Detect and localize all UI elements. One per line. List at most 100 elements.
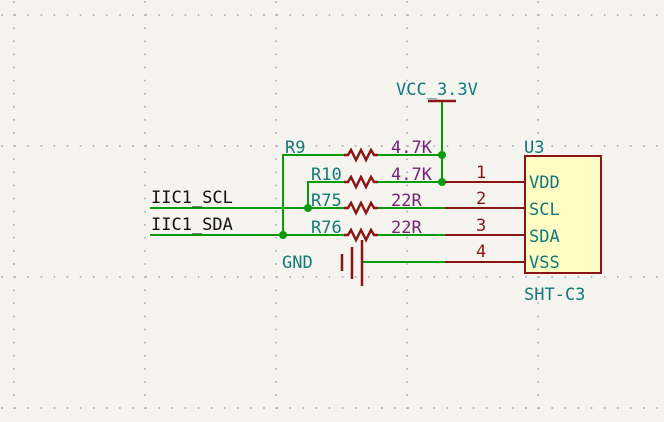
grid-dot bbox=[275, 27, 277, 30]
grid-dot bbox=[144, 118, 146, 121]
resistor-r10-symbol[interactable] bbox=[344, 174, 378, 190]
grid-dot bbox=[13, 210, 15, 213]
grid-dot bbox=[380, 145, 383, 147]
grid-dot bbox=[66, 145, 69, 147]
resistor-r9-symbol[interactable] bbox=[344, 147, 378, 163]
grid-dot bbox=[13, 407, 15, 410]
grid-dot bbox=[27, 276, 30, 278]
grid-dot bbox=[275, 394, 277, 396]
grid-dot bbox=[289, 276, 292, 278]
ic-pin-2-number: 2 bbox=[476, 189, 486, 209]
grid-dot bbox=[420, 14, 423, 16]
grid-dot bbox=[642, 407, 645, 409]
grid-dot bbox=[537, 315, 539, 318]
grid-dot bbox=[275, 132, 277, 134]
grid-dot bbox=[406, 210, 408, 213]
grid-dot bbox=[341, 145, 344, 147]
grid-dot bbox=[13, 367, 15, 370]
grid-dot bbox=[275, 354, 277, 357]
grid-dot bbox=[656, 407, 658, 409]
grid-dot bbox=[564, 14, 567, 16]
resistor-r76-symbol[interactable] bbox=[344, 227, 378, 243]
grid-dot bbox=[537, 53, 539, 56]
junction-scl bbox=[304, 204, 312, 212]
ic-u3-body[interactable] bbox=[524, 155, 602, 274]
grid-dot bbox=[171, 276, 174, 278]
grid-dot bbox=[105, 14, 108, 16]
grid-dot bbox=[171, 14, 174, 16]
junction-vcc-r10 bbox=[438, 178, 446, 186]
resistor-r75-symbol[interactable] bbox=[344, 200, 378, 216]
ic-u3-part: SHT-C3 bbox=[524, 285, 585, 305]
grid-dot bbox=[79, 14, 82, 16]
ic-pin-1-number: 1 bbox=[476, 163, 486, 183]
grid-dot bbox=[40, 145, 43, 147]
ic-pin-2-name: SCL bbox=[529, 200, 560, 220]
grid-dot bbox=[459, 14, 462, 16]
grid-dot bbox=[289, 14, 292, 16]
grid-dot bbox=[210, 407, 213, 409]
grid-dot bbox=[406, 236, 408, 239]
grid-dot bbox=[406, 263, 408, 265]
resistor-r10-value: 4.7K bbox=[391, 165, 433, 185]
net-label-sda[interactable]: IIC1_SDA bbox=[151, 215, 233, 235]
grid-dot bbox=[40, 407, 43, 409]
grid-dot bbox=[537, 407, 539, 410]
grid-dot bbox=[144, 184, 146, 187]
grid-dot bbox=[537, 276, 539, 279]
grid-dot bbox=[144, 132, 146, 134]
grid-dot bbox=[629, 145, 632, 147]
grid-dot bbox=[13, 79, 15, 82]
grid-dot bbox=[577, 145, 580, 147]
gnd-power-symbol[interactable] bbox=[340, 240, 364, 286]
grid-dot bbox=[13, 92, 15, 95]
grid-dot bbox=[275, 249, 277, 252]
grid-dot bbox=[406, 223, 408, 226]
grid-dot bbox=[656, 276, 658, 278]
grid-dot bbox=[380, 14, 383, 16]
grid-dot bbox=[656, 14, 658, 16]
grid-dot bbox=[537, 27, 539, 30]
grid-dot bbox=[144, 315, 146, 318]
grid-dot bbox=[406, 158, 408, 161]
grid-dot bbox=[105, 407, 108, 409]
grid-dot bbox=[13, 249, 15, 252]
grid-dot bbox=[485, 145, 488, 147]
grid-dot bbox=[289, 407, 292, 409]
grid-dot bbox=[537, 1, 539, 3]
grid-dot bbox=[53, 407, 56, 409]
wire-r9-left bbox=[282, 154, 344, 235]
grid-dot bbox=[144, 210, 146, 213]
grid-dot bbox=[275, 328, 277, 331]
grid-dot bbox=[406, 276, 408, 279]
grid-dot bbox=[472, 407, 475, 409]
grid-dot bbox=[275, 145, 277, 148]
grid-dot bbox=[537, 145, 539, 148]
grid-dot bbox=[13, 302, 15, 305]
grid-dot bbox=[144, 407, 146, 410]
net-label-scl[interactable]: IIC1_SCL bbox=[151, 188, 233, 208]
grid-dot bbox=[13, 132, 15, 134]
grid-dot bbox=[13, 315, 15, 318]
grid-dot bbox=[406, 66, 408, 69]
grid-dot bbox=[236, 276, 239, 278]
grid-dot bbox=[249, 145, 252, 147]
grid-dot bbox=[406, 105, 408, 108]
grid-dot bbox=[13, 118, 15, 121]
grid-dot bbox=[328, 14, 331, 16]
grid-dot bbox=[406, 407, 408, 410]
grid-dot bbox=[406, 380, 408, 383]
grid-dot bbox=[118, 407, 121, 409]
grid-dot bbox=[13, 263, 15, 265]
grid-dot bbox=[511, 276, 514, 278]
grid-dot bbox=[275, 302, 277, 305]
grid-dot bbox=[144, 92, 146, 95]
grid-dot bbox=[275, 92, 277, 95]
grid-dot bbox=[406, 145, 408, 148]
grid-dot bbox=[132, 145, 134, 147]
grid-dot bbox=[13, 184, 15, 187]
grid-dot bbox=[66, 276, 69, 278]
grid-dot bbox=[184, 407, 187, 409]
grid-dot bbox=[144, 1, 146, 3]
